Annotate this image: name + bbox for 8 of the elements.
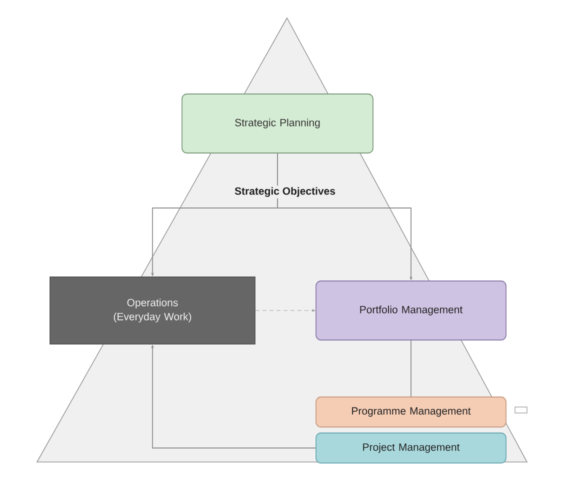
arrow — [255, 309, 316, 312]
connector-line — [410, 340, 412, 397]
process-box: Operations (Everyday Work) — [50, 276, 256, 344]
process-box: Portfolio Management — [316, 280, 506, 340]
process-box: Programme Management — [316, 396, 506, 428]
process-box: Project Management — [316, 432, 506, 464]
process-box: Strategic Planning — [182, 94, 374, 154]
objectives-label: Strategic Objectives — [233, 186, 337, 198]
